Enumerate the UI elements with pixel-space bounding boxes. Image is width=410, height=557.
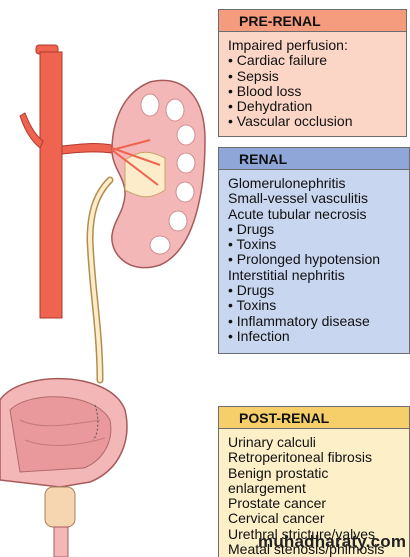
list-item: Benign prostatic xyxy=(228,464,329,481)
list-item: • Cardiac failure xyxy=(228,52,328,69)
list-item: Impaired perfusion: xyxy=(228,37,348,53)
list-item: • Dehydration xyxy=(228,98,313,115)
postrenal-list: Urinary calculi Retroperitoneal fibrosis… xyxy=(219,429,409,557)
prerenal-panel: PRE-RENAL Impaired perfusion: • Cardiac … xyxy=(218,9,407,137)
list-item: Urethral stricture/valves xyxy=(228,525,376,542)
list-item: • Infection xyxy=(228,327,290,344)
list-item: Acute tubular necrosis xyxy=(228,205,367,222)
prerenal-title: PRE-RENAL xyxy=(219,10,406,32)
list-item: Interstitial nephritis xyxy=(228,266,345,283)
list-item: Prostate cancer xyxy=(228,495,327,512)
watermark: muhadharaty.com xyxy=(258,532,407,551)
renal-panel: RENAL Glomerulonephritis Small-vessel va… xyxy=(218,147,410,354)
list-item: Glomerulonephritis xyxy=(228,175,346,191)
aorta-illustration xyxy=(19,44,113,319)
list-item: Cervical cancer xyxy=(228,510,325,527)
bladder-illustration xyxy=(0,377,128,557)
renal-title: RENAL xyxy=(219,148,409,170)
list-item: • Prolonged hypotension xyxy=(228,251,381,268)
list-item: enlargement xyxy=(228,479,306,496)
list-item: • Toxins xyxy=(228,297,277,314)
renal-list: Glomerulonephritis Small-vessel vasculit… xyxy=(219,170,409,353)
list-item: Urinary calculi xyxy=(228,434,316,450)
list-item: Small-vessel vasculitis xyxy=(228,190,369,207)
list-item: • Inflammatory disease xyxy=(228,312,370,329)
list-item: • Drugs xyxy=(228,220,275,237)
postrenal-title: POST-RENAL xyxy=(219,407,409,429)
list-item: • Drugs xyxy=(228,282,275,299)
list-item: Retroperitoneal fibrosis xyxy=(228,449,372,466)
list-item: • Sepsis xyxy=(228,67,279,84)
postrenal-panel: POST-RENAL Urinary calculi Retroperitone… xyxy=(218,406,410,557)
prerenal-list: Impaired perfusion: • Cardiac failure • … xyxy=(219,32,406,136)
kidney-illustration xyxy=(111,79,206,269)
list-item: • Vascular occlusion xyxy=(228,113,353,130)
list-item: • Toxins xyxy=(228,236,277,253)
list-item: • Blood loss xyxy=(228,82,302,99)
list-item: Meatal stenosis/phimosis xyxy=(228,541,385,557)
